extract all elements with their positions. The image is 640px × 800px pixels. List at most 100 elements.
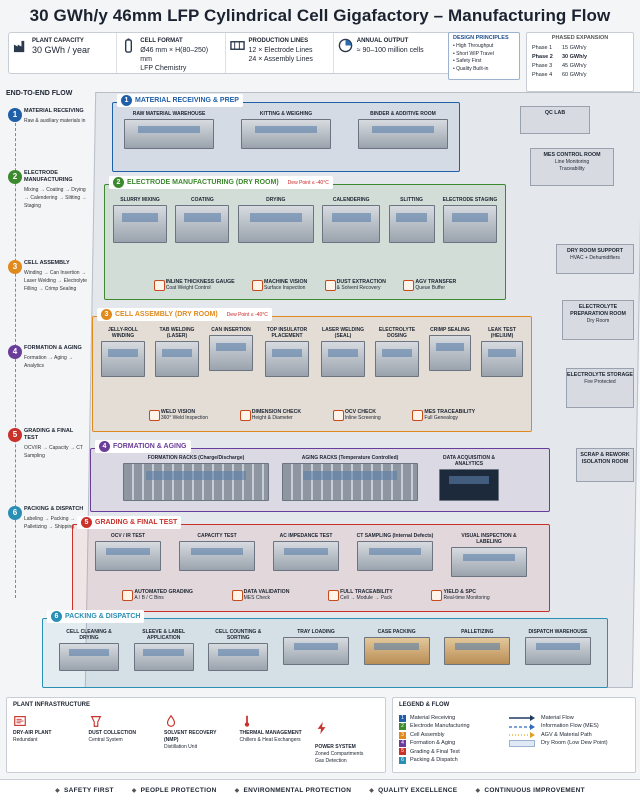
station: SLITTING bbox=[387, 197, 437, 243]
station: DISPATCH WAREHOUSE bbox=[523, 629, 593, 671]
footer-item: SAFETY FIRST bbox=[55, 787, 114, 794]
infra-title: PLANT INFRASTRUCTURE bbox=[13, 702, 90, 708]
aging-racks bbox=[282, 463, 418, 501]
infra-item: SOLVENT RECOVERY (NMP)Distillation Unit bbox=[164, 714, 228, 765]
station-row: OCV / IR TEST CAPACITY TEST AC IMPEDANCE… bbox=[93, 533, 529, 577]
production-line-icon bbox=[229, 41, 245, 50]
station: PALLETIZING bbox=[442, 629, 512, 671]
battery-cell-icon bbox=[125, 38, 133, 53]
station-row: CELL CLEANING & DRYING SLEEVE & LABEL AP… bbox=[57, 629, 593, 671]
station: SLEEVE & LABEL APPLICATION bbox=[132, 629, 196, 671]
slitter-machine bbox=[388, 205, 435, 243]
factory-icon bbox=[13, 40, 25, 53]
legend-item: Information Flow (MES) bbox=[509, 722, 629, 730]
principle-item: • Short WIP Travel bbox=[453, 50, 494, 57]
footer-item: ENVIRONMENTAL PROTECTION bbox=[235, 787, 352, 794]
station-row: SLURRY MIXING COATING DRYING CALENDERING… bbox=[111, 197, 499, 243]
power-icon bbox=[317, 721, 326, 735]
station: DATA ACQUISITION & ANALYTICS bbox=[429, 455, 509, 501]
principles-title: DESIGN PRINCIPLES bbox=[453, 35, 509, 41]
formation-racks bbox=[123, 463, 269, 501]
station: JELLY-ROLL WINDING bbox=[99, 327, 147, 377]
weighing-equipment bbox=[241, 119, 331, 149]
room-scrap-rework: SCRAP & REWORK ISOLATION ROOM bbox=[576, 448, 634, 482]
flow-step-5: 5 GRADING & FINAL TEST OCV/IR → Capacity… bbox=[6, 428, 88, 460]
leak-tester bbox=[481, 341, 523, 377]
electrolyte-doser bbox=[375, 341, 419, 377]
vision-labeling-robot bbox=[451, 547, 527, 577]
design-principles-box: DESIGN PRINCIPLES • High Throughput • Sh… bbox=[448, 32, 520, 80]
flow-step-4: 4 FORMATION & AGING Formation → Aging → … bbox=[6, 345, 88, 370]
page-title: 30 GWh/y 46mm LFP Cylindrical Cell Gigaf… bbox=[29, 6, 611, 25]
principle-item: • Safety First bbox=[453, 58, 482, 64]
sleeve-label-station bbox=[133, 643, 194, 671]
station: TAB WELDING (LASER) bbox=[153, 327, 201, 377]
solvent-recovery-icon bbox=[166, 714, 176, 727]
crimp-sealer bbox=[429, 335, 471, 371]
station: AC IMPEDANCE TEST bbox=[271, 533, 341, 577]
tab-welder bbox=[155, 341, 199, 377]
insulator-placer bbox=[265, 341, 309, 377]
dust-collection-icon bbox=[90, 716, 101, 727]
station: KITTING & WEIGHING bbox=[236, 111, 336, 149]
dryer-oven bbox=[237, 205, 314, 243]
kpi-annual-output: ANNUAL OUTPUT≈ 90–100 million cells bbox=[334, 33, 497, 73]
legend-lines: Material Flow Information Flow (MES) AGV… bbox=[509, 714, 629, 764]
end-to-end-flow-panel: END-TO-END FLOW 1 MATERIAL RECEIVING Raw… bbox=[6, 90, 88, 690]
ct-scanner bbox=[357, 541, 433, 571]
station: FORMATION RACKS (Charge/Discharge) bbox=[121, 455, 271, 501]
station: LASER WELDING (SEAL) bbox=[319, 327, 367, 377]
information-flow-arrow-icon bbox=[509, 723, 535, 730]
legend-title: LEGEND & FLOW bbox=[399, 702, 450, 708]
tray-loader bbox=[282, 637, 349, 665]
station: SLURRY MIXING bbox=[111, 197, 169, 243]
station: CAPACITY TEST bbox=[177, 533, 257, 577]
station: CELL CLEANING & DRYING bbox=[57, 629, 121, 671]
impedance-tester bbox=[273, 541, 339, 571]
footer-item: QUALITY EXCELLENCE bbox=[369, 787, 457, 794]
station: COATING bbox=[173, 197, 231, 243]
can-inserter bbox=[209, 335, 253, 371]
station: BINDER & ADDITIVE ROOM bbox=[353, 111, 453, 149]
dry-air-icon bbox=[14, 716, 26, 726]
station: ELECTRODE STAGING bbox=[441, 197, 499, 243]
station: TRAY LOADING bbox=[281, 629, 351, 671]
station: CALENDERING bbox=[320, 197, 382, 243]
legend-item: AGV & Material Path bbox=[509, 731, 629, 739]
station-row: RAW MATERIAL WAREHOUSE KITTING & WEIGHIN… bbox=[119, 111, 453, 149]
case-packer bbox=[363, 637, 430, 665]
legend-item: Dry Room (Low Dew Point) bbox=[509, 739, 629, 747]
agv-path-arrow-icon bbox=[509, 732, 535, 739]
output-gauge-icon bbox=[338, 38, 353, 53]
dispatch-truck bbox=[524, 637, 591, 665]
station: TOP INSULATOR PLACEMENT bbox=[261, 327, 313, 377]
material-flow-arrow-icon bbox=[509, 715, 535, 722]
footer-item: CONTINUOUS IMPROVEMENT bbox=[475, 787, 584, 794]
